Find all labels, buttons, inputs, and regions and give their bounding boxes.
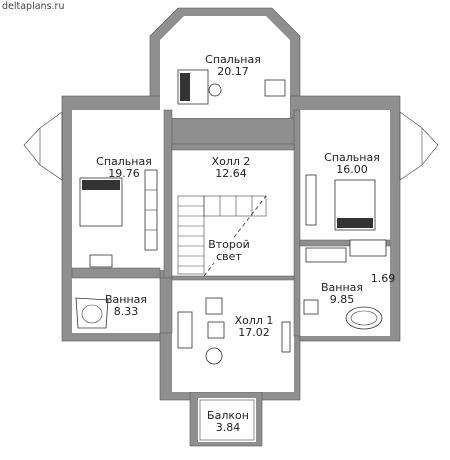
room-label-bath-right: Ванная 9.85 [321, 282, 363, 306]
bay-windows [23, 111, 439, 181]
balcony-railing [199, 399, 255, 441]
room-label-hall-1: Холл 1 17.02 [235, 315, 274, 339]
furniture [75, 69, 387, 365]
interior-walls [71, 109, 391, 337]
room-name: Спальная [96, 155, 152, 168]
room-name: Ванная [320, 281, 364, 294]
room-name: Холл 1 [234, 314, 274, 327]
room-area-small: 1.69 [370, 272, 396, 285]
room-name: Второй [208, 238, 250, 251]
room-name: Спальная [324, 151, 380, 164]
staircase [177, 195, 267, 277]
room-area: 12.64 [215, 167, 247, 180]
room-label-bedroom-right: Спальная 16.00 [324, 152, 380, 176]
room-label-hall-2: Холл 2 12.64 [212, 156, 251, 180]
room-label-bedroom-left: Спальная 19.76 [96, 156, 152, 180]
room-label-bedroom-top: Спальная 20.17 [205, 54, 261, 78]
room-label-second-light: Второй свет [208, 239, 250, 263]
room-area: 9.85 [329, 293, 355, 306]
room-name: Спальная [205, 53, 261, 66]
room-area: 3.84 [215, 421, 241, 434]
room-area: 16.00 [336, 163, 368, 176]
watermark: deltaplans.ru [2, 1, 65, 12]
room-area: 19.76 [108, 167, 140, 180]
room-area: 17.02 [238, 326, 270, 339]
room-name: Балкон [207, 409, 249, 422]
room-area: 8.33 [113, 305, 139, 318]
room-area: свет [216, 250, 242, 263]
room-name: Холл 2 [211, 155, 251, 168]
room-label-bath-left: Ванная 8.33 [105, 294, 147, 318]
room-area: 20.17 [217, 65, 249, 78]
room-label-balcony: Балкон 3.84 [207, 410, 249, 434]
room-name: Ванная [104, 293, 148, 306]
